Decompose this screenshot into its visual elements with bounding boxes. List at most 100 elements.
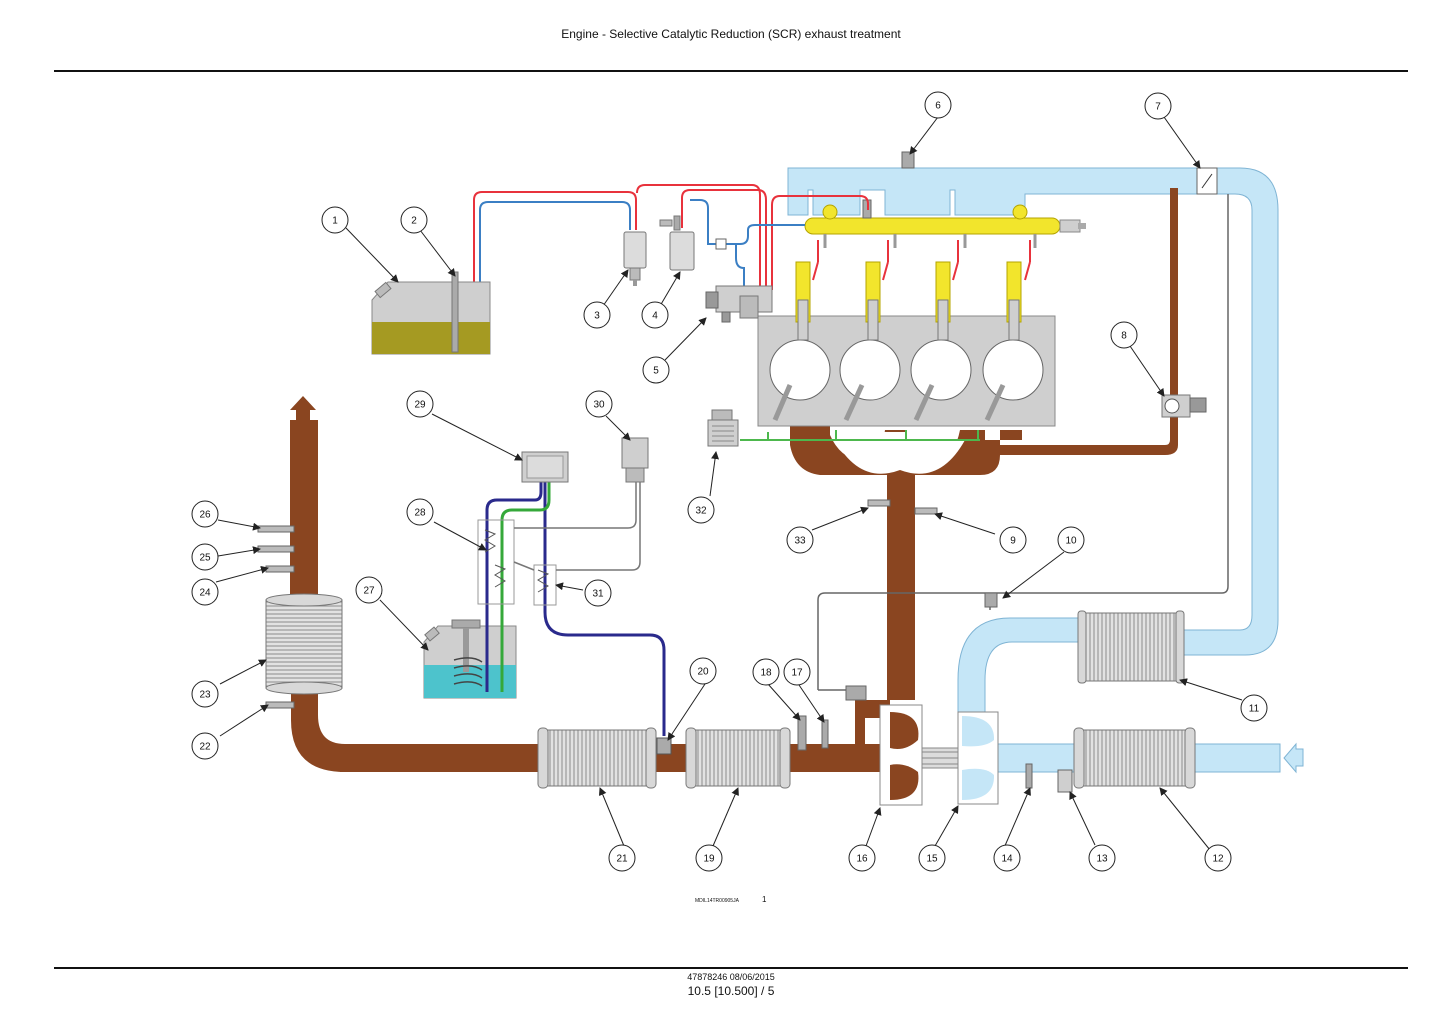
callout-number: 1 [332, 216, 338, 227]
callout-circle [687, 496, 715, 524]
callout-circle [999, 526, 1027, 554]
egr-pipe [1000, 405, 1178, 455]
fuel-system [473, 184, 1086, 350]
figure-reference: MDIL14TR00905JA [695, 898, 740, 904]
callout-31: 31 [584, 579, 612, 607]
callout-10: 10 [1057, 526, 1085, 554]
fuel-feed-lines [473, 184, 1031, 350]
air-inlet-arrow-icon [1283, 742, 1304, 774]
callout-number: 12 [1212, 854, 1224, 865]
fuel-return-lines [479, 199, 805, 350]
footer-page-number: 10.5 [10.500] / 5 [687, 984, 775, 998]
ecu-module [707, 409, 739, 447]
sensor-17 [821, 719, 829, 749]
callout-number: 17 [791, 668, 803, 679]
callout-4: 4 [641, 301, 669, 329]
sensor-egr-valve [845, 685, 867, 701]
callout-30: 30 [585, 390, 613, 418]
callout-3: 3 [583, 301, 611, 329]
compressor-outlet-pipe [957, 617, 1081, 713]
callout-21: 21 [608, 844, 636, 872]
callout-circle [641, 301, 669, 329]
callout-27: 27 [355, 576, 383, 604]
callout-circle [191, 680, 219, 708]
callout-number: 22 [199, 742, 211, 753]
callout-number: 4 [652, 311, 658, 322]
callout-number: 5 [653, 366, 659, 377]
callout-7: 7 [1144, 92, 1172, 120]
callout-circle [783, 658, 811, 686]
callout-circle [321, 206, 349, 234]
callout-circle [191, 543, 219, 571]
callout-number: 8 [1121, 331, 1127, 342]
callout-24: 24 [191, 578, 219, 606]
callout-number: 24 [199, 588, 211, 599]
callout-circle [355, 576, 383, 604]
callout-18: 18 [752, 658, 780, 686]
def-dosing-valve [656, 737, 672, 755]
callout-number: 6 [935, 101, 941, 112]
fuel-rail [804, 217, 1061, 235]
sensor-13 [1057, 769, 1073, 793]
footer-rule [54, 967, 1408, 969]
callout-circle [786, 526, 814, 554]
callout-circle [191, 732, 219, 760]
callout-leaders [215, 116, 1243, 851]
def-line-heater-relay [477, 519, 515, 605]
callout-11: 11 [1240, 694, 1268, 722]
callout-number: 30 [593, 400, 605, 411]
callout-number: 31 [592, 589, 604, 600]
callout-number: 18 [760, 668, 772, 679]
callout-number: 33 [794, 536, 806, 547]
sensor-25 [257, 545, 295, 553]
fuel-main-filter [669, 231, 695, 271]
callout-number: 11 [1249, 704, 1260, 715]
callout-1: 1 [321, 206, 349, 234]
callout-circle [918, 844, 946, 872]
callout-16: 16 [848, 844, 876, 872]
exhaust-manifold [790, 425, 1022, 700]
callout-number: 2 [411, 216, 417, 227]
callout-9: 9 [999, 526, 1027, 554]
callout-22: 22 [191, 732, 219, 760]
callout-23: 23 [191, 680, 219, 708]
callout-2: 2 [400, 206, 428, 234]
callout-number: 9 [1010, 536, 1016, 547]
def-system [423, 437, 666, 736]
callout-circle [642, 356, 670, 384]
callout-25: 25 [191, 543, 219, 571]
footer-document-id: 47878246 08/06/2015 [687, 972, 775, 982]
intake-manifold [787, 167, 1211, 216]
callout-circle [584, 579, 612, 607]
callout-circle [406, 390, 434, 418]
callout-26: 26 [191, 500, 219, 528]
scr-catalyst-unit [685, 727, 791, 789]
callout-number: 25 [199, 553, 211, 564]
callout-29: 29 [406, 390, 434, 418]
callout-circle [1240, 694, 1268, 722]
charge-air-cooler [1077, 610, 1185, 684]
callout-circle [1088, 844, 1116, 872]
injectors [795, 261, 1022, 341]
callout-number: 23 [199, 690, 211, 701]
callout-15: 15 [918, 844, 946, 872]
callout-number: 13 [1096, 854, 1108, 865]
callout-14: 14 [993, 844, 1021, 872]
callout-32: 32 [687, 496, 715, 524]
callout-circle [695, 844, 723, 872]
figure-number: 1 [762, 895, 767, 904]
after-treatment-units [265, 593, 1196, 789]
callout-number: 32 [695, 506, 707, 517]
callout-number: 16 [856, 854, 868, 865]
sensor-26 [257, 525, 295, 533]
turbocharger [879, 704, 999, 806]
air-filter-unit [1073, 727, 1196, 789]
callout-number: 3 [594, 311, 600, 322]
callout-circle [993, 844, 1021, 872]
callout-circle [400, 206, 428, 234]
callout-28: 28 [406, 498, 434, 526]
callout-number: 27 [363, 586, 375, 597]
callout-circle [752, 658, 780, 686]
